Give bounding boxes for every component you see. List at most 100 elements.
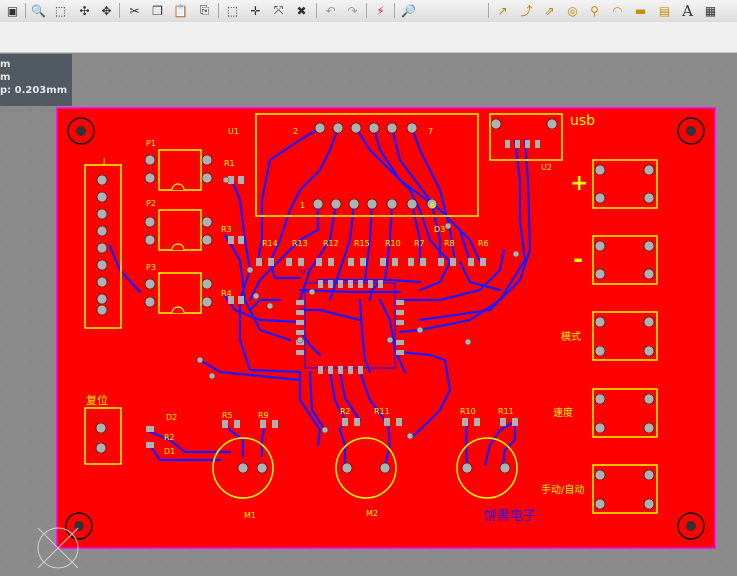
- label-r1: R1: [224, 159, 235, 168]
- label-mode: 模式: [561, 330, 581, 343]
- toolbar-separator: [316, 3, 317, 18]
- pin-6: 6: [430, 201, 435, 210]
- zoom-filter-icon[interactable]: ✥: [101, 3, 112, 18]
- toolbar-separator: [366, 3, 367, 18]
- mounting-hole-center: [686, 521, 696, 531]
- mounting-hole: [65, 512, 93, 540]
- undo-icon[interactable]: ↶: [325, 3, 336, 18]
- string-icon[interactable]: A: [682, 1, 693, 20]
- select-area-icon[interactable]: ⬚: [226, 3, 239, 18]
- zoom-selected-icon[interactable]: ✣: [79, 3, 90, 18]
- label-p2: P2: [146, 199, 156, 208]
- label-r3: R3: [221, 225, 232, 234]
- cross-probe-icon[interactable]: ⚡: [376, 3, 385, 18]
- polygon-icon[interactable]: ▤: [658, 3, 671, 18]
- label-r4: R4: [221, 289, 232, 298]
- arc-icon[interactable]: ◠: [612, 3, 623, 18]
- zoom-area-icon[interactable]: 🔍: [31, 3, 46, 18]
- hud-line-3: p: 0.203mm: [0, 85, 68, 96]
- ic-u1-outline: [255, 113, 479, 217]
- select-cross-icon[interactable]: ⤧: [273, 3, 284, 17]
- label-d1: D1: [164, 447, 175, 456]
- browse-icon[interactable]: 🔎: [401, 3, 416, 18]
- label-reset: 复位: [86, 393, 108, 407]
- label-speed: 速度: [553, 406, 573, 419]
- label-plus: +: [570, 171, 588, 196]
- label-manual: 手动/自动: [541, 483, 584, 496]
- panel-strip: [0, 22, 737, 53]
- label-p3: P3: [146, 263, 156, 272]
- grid-icon[interactable]: ▦: [704, 3, 717, 18]
- button-speed-outline: [592, 388, 658, 438]
- label-u2-chip: U2: [300, 267, 311, 276]
- button-minus-outline: [592, 235, 658, 285]
- label-r12: R12: [323, 239, 339, 248]
- brand-label: 饼黑电子: [484, 509, 536, 524]
- label-r8: R8: [444, 239, 455, 248]
- button-manual-outline: [592, 464, 658, 514]
- label-r11: R11: [374, 407, 390, 416]
- mounting-hole: [677, 117, 705, 145]
- label-r9: R9: [258, 411, 269, 420]
- origin-marker-icon: [37, 527, 79, 569]
- via-layer: [196, 176, 520, 440]
- label-r2b: R2: [164, 433, 175, 442]
- pad-icon[interactable]: ◎: [567, 3, 578, 18]
- deselect-icon[interactable]: ✖: [296, 3, 307, 18]
- fill-icon[interactable]: ▬: [634, 3, 647, 18]
- via-icon[interactable]: ⚲: [590, 3, 599, 18]
- mounting-hole-center: [76, 126, 86, 136]
- pad-layer: [95, 118, 655, 510]
- header-j-outline: [84, 164, 122, 329]
- label-r5: R5: [222, 411, 233, 420]
- label-r10: R10: [385, 239, 401, 248]
- label-minus: -: [573, 245, 583, 273]
- mounting-hole-center: [74, 521, 84, 531]
- smd-pad-layer: [146, 140, 540, 448]
- label-r2: R2: [340, 407, 351, 416]
- toolbar-separator: [25, 3, 26, 18]
- pin-2: 2: [293, 127, 298, 136]
- move-icon[interactable]: ✛: [250, 3, 261, 18]
- toolbar-separator: [488, 3, 489, 18]
- redo-icon[interactable]: ↷: [347, 3, 358, 18]
- label-u1: U1: [228, 127, 239, 136]
- status-hud: m m p: 0.203mm: [0, 54, 72, 106]
- main-toolbar: ▣ 🔍 ⬚ ✣ ✥ ✂ ❐ 📋 ⎘ ⬚ ✛ ⤧ ✖ ↶ ↷ ⚡ 🔎 ↗ ⤴ ⇗ …: [0, 0, 737, 23]
- mounting-hole: [67, 117, 95, 145]
- label-r7: R7: [414, 239, 425, 248]
- board-icon[interactable]: ▣: [6, 3, 19, 18]
- label-r14: R14: [262, 239, 278, 248]
- toolbar-separator: [119, 3, 120, 18]
- motor-m1-outline: [212, 437, 274, 499]
- label-r13: R13: [292, 239, 308, 248]
- diff-pair-route-icon[interactable]: ⤴: [520, 4, 533, 18]
- multi-route-icon[interactable]: ⇗: [544, 3, 555, 18]
- rubber-stamp-icon[interactable]: ⎘: [199, 3, 210, 17]
- usb-connector-outline: [489, 113, 563, 161]
- zoom-fit-icon[interactable]: ⬚: [54, 3, 67, 18]
- label-r6: R6: [478, 239, 489, 248]
- label-r11b: R11: [498, 407, 514, 416]
- cut-icon[interactable]: ✂: [129, 3, 140, 18]
- copy-icon[interactable]: ❐: [152, 3, 163, 18]
- mounting-hole-center: [686, 126, 696, 136]
- button-plus-outline: [592, 159, 658, 209]
- motor-m3-outline: [456, 437, 518, 499]
- interactive-route-icon[interactable]: ↗: [497, 3, 508, 18]
- label-p1: P1: [146, 139, 156, 148]
- label-d3: D3: [434, 225, 445, 234]
- motor-m2-outline: [335, 437, 397, 499]
- pin-7: 7: [428, 127, 433, 136]
- reset-button-outline: [84, 407, 122, 465]
- label-u2: U2: [541, 163, 552, 172]
- label-r10b: R10: [460, 407, 476, 416]
- pin-1: 1: [300, 201, 305, 210]
- board-outline: [56, 107, 716, 549]
- hud-line-1: m: [0, 59, 11, 70]
- label-d2: D2: [166, 413, 177, 422]
- mounting-hole: [677, 512, 705, 540]
- paste-icon[interactable]: 📋: [173, 3, 188, 18]
- label-j: J: [102, 157, 105, 166]
